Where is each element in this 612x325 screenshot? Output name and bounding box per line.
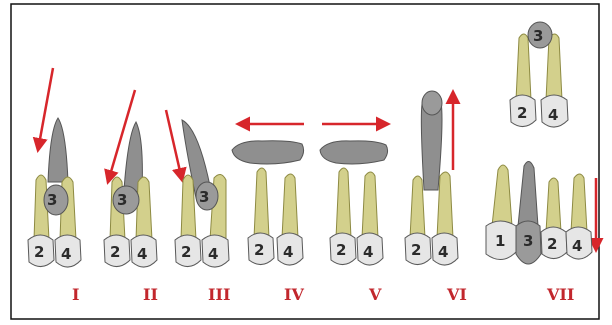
figure-frame <box>11 4 599 319</box>
tooth-number: 2 <box>411 241 421 259</box>
stage-i: 2 4 3 I <box>28 68 81 304</box>
stage-label: VI <box>446 285 467 304</box>
root-tooth-2 <box>516 34 531 100</box>
tooth-number: 3 <box>199 188 209 206</box>
arrow-down-left <box>38 68 53 150</box>
tooth-gray-horizontal <box>320 141 388 164</box>
tooth-number: 3 <box>523 232 533 250</box>
tooth-number: 4 <box>548 106 558 124</box>
stage-v: 2 4 V <box>320 124 388 304</box>
stage-ii: 2 4 3 II <box>104 90 158 304</box>
stage-label: I <box>72 285 79 304</box>
tooth-number: 2 <box>547 235 557 253</box>
tooth-number: 4 <box>438 243 448 261</box>
tooth-number: 1 <box>495 232 505 250</box>
stage-vii-bottom: 1 3 2 4 VII <box>486 161 596 304</box>
stage-label: V <box>368 285 382 304</box>
root-tooth-4 <box>571 174 587 232</box>
root-tooth-2 <box>336 168 351 238</box>
tooth-number: 4 <box>283 243 293 261</box>
tooth-number: 3 <box>533 27 543 45</box>
tooth-gray <box>48 118 68 182</box>
tooth-number: 3 <box>117 191 127 209</box>
tooth-number: 4 <box>363 243 373 261</box>
root-tooth-4 <box>136 177 152 240</box>
tooth-number: 4 <box>572 237 582 255</box>
root-tooth-4 <box>362 172 378 238</box>
root-tooth-4 <box>437 172 453 238</box>
stage-label: VII <box>546 285 574 304</box>
arrow-down-right <box>166 110 182 180</box>
stage-label: IV <box>284 285 304 304</box>
tooth-gray-horizontal <box>232 141 304 164</box>
root-tooth-4 <box>282 174 298 238</box>
root-tooth-2 <box>546 178 561 232</box>
crown-tooth-gray-top <box>422 91 442 115</box>
stage-label: II <box>143 285 158 304</box>
tooth-number: 2 <box>517 104 527 122</box>
root-tooth-2 <box>254 168 269 238</box>
tooth-number: 2 <box>254 241 264 259</box>
root-tooth-3-gray <box>518 161 538 226</box>
stage-vii-top: 2 4 3 <box>510 22 568 127</box>
root-tooth-1 <box>492 165 512 226</box>
tooth-number: 2 <box>34 243 44 261</box>
tooth-number: 4 <box>208 245 218 263</box>
stage-vi: 2 4 VI <box>405 91 467 304</box>
stage-label: III <box>208 285 230 304</box>
root-tooth-2 <box>410 176 425 238</box>
stage-iii: 2 4 3 III <box>166 110 230 304</box>
tooth-number: 3 <box>47 191 57 209</box>
tooth-number: 4 <box>61 245 71 263</box>
tooth-number: 2 <box>181 243 191 261</box>
tooth-number: 2 <box>110 243 120 261</box>
tooth-number: 2 <box>336 241 346 259</box>
stage-iv: 2 4 IV <box>232 124 304 304</box>
tooth-number: 4 <box>137 245 147 263</box>
